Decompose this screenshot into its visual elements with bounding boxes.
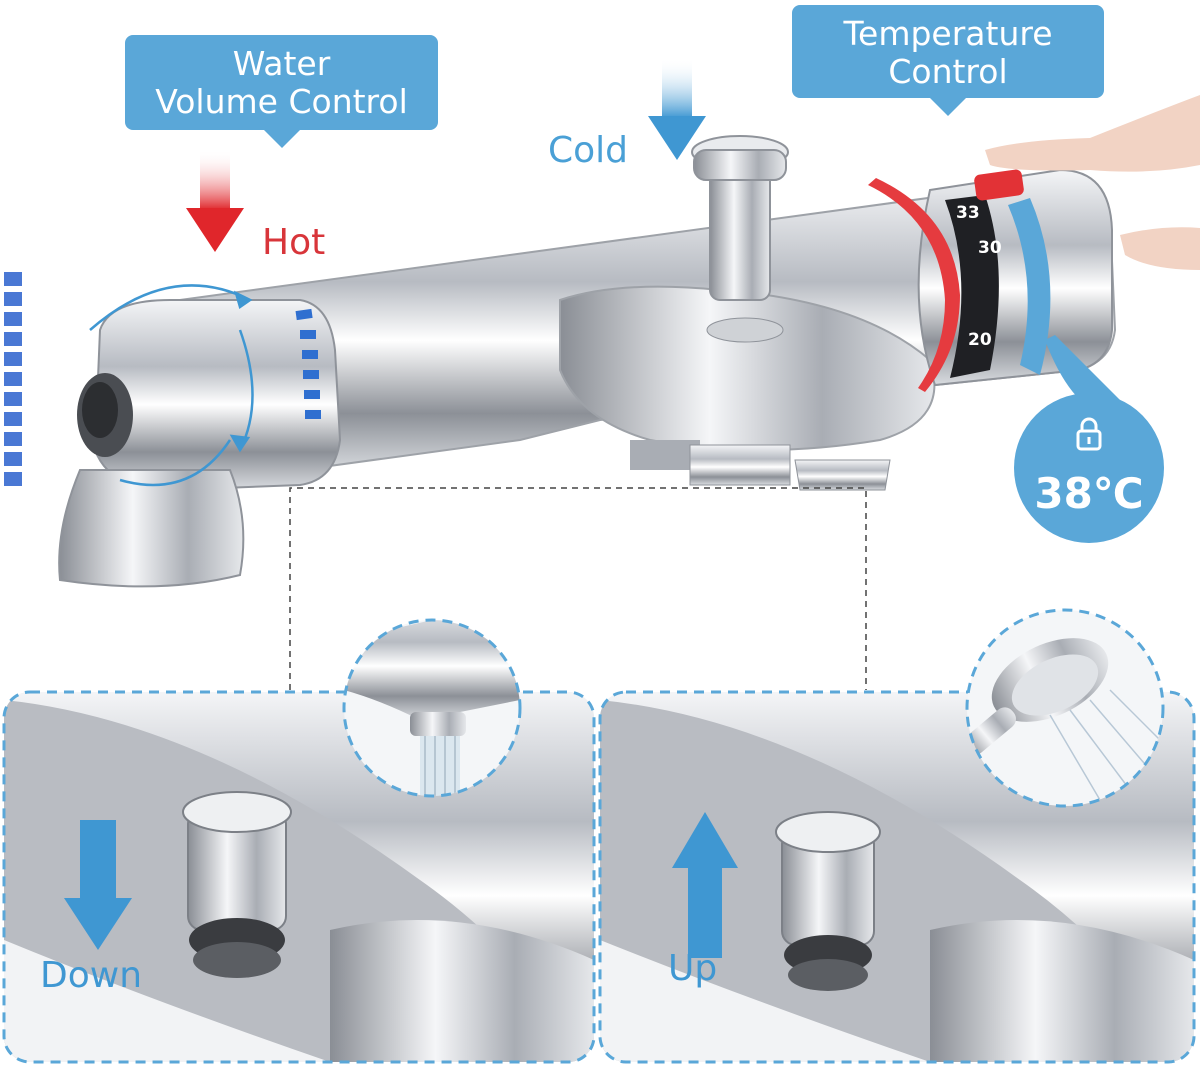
temperature-callout-line1: Temperature xyxy=(843,14,1053,53)
temperature-badge-pointer xyxy=(1045,335,1130,410)
faucet-body xyxy=(58,135,1117,588)
water-volume-callout-line1: Water xyxy=(232,44,331,83)
flow-indicator-bars xyxy=(4,272,22,486)
shower-head-inset xyxy=(965,608,1165,808)
dial-number-30: 30 xyxy=(978,238,1002,258)
temperature-badge: 38℃ xyxy=(1014,393,1164,543)
finger-illustration xyxy=(985,95,1200,270)
lock-icon xyxy=(1076,417,1102,451)
temperature-callout-line2: Control xyxy=(888,52,1008,91)
temperature-value: 38℃ xyxy=(1034,469,1144,518)
rotate-arrow-icon xyxy=(89,284,254,487)
cold-arrow-down-icon xyxy=(648,58,706,160)
temperature-callout: Temperature Control xyxy=(792,5,1104,116)
hot-label: Hot xyxy=(262,222,326,263)
hot-arrow-down-icon xyxy=(186,150,244,252)
dashed-connector xyxy=(289,487,867,690)
temperature-dial-arcs xyxy=(868,178,1051,392)
cold-label: Cold xyxy=(548,130,629,171)
down-arrow-icon xyxy=(64,820,132,950)
water-volume-callout: Water Volume Control xyxy=(125,35,438,148)
diverter-down-panel xyxy=(2,690,596,1064)
up-arrow-icon xyxy=(672,812,738,958)
dial-number-20: 20 xyxy=(968,330,992,350)
water-volume-callout-line2: Volume Control xyxy=(155,82,408,121)
dial-number-33: 33 xyxy=(956,203,980,223)
down-label: Down xyxy=(40,955,143,996)
up-label: Up xyxy=(668,948,718,989)
